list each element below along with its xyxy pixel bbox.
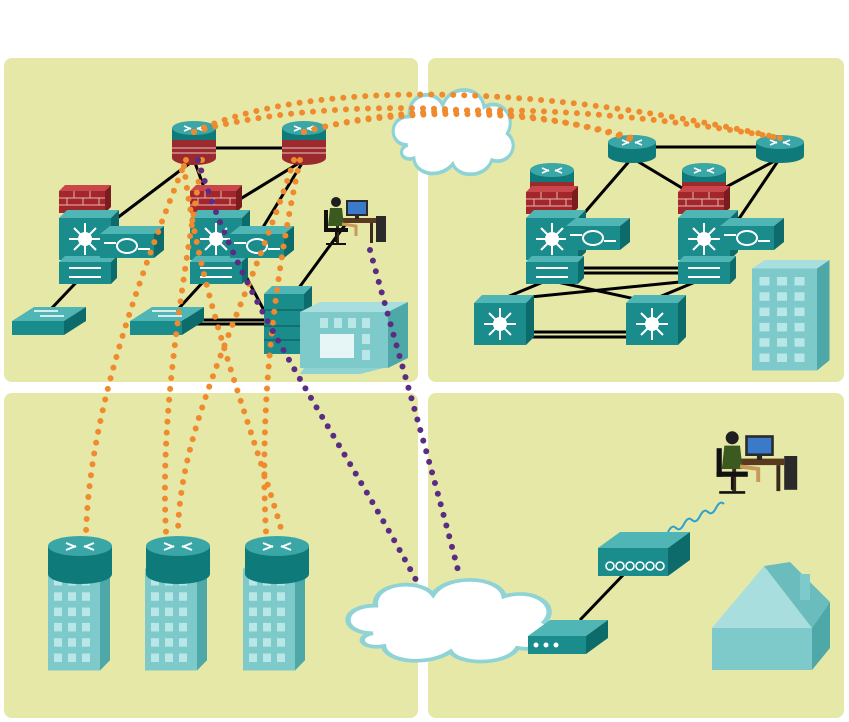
firewall-icon (58, 184, 112, 214)
branch-access-mls-2-icon (625, 294, 687, 346)
campus-edge-router-2-icon (281, 120, 327, 166)
wireless-signal-icon (667, 501, 725, 533)
switch-icon (677, 255, 737, 285)
firewall-appliance-icon (719, 217, 785, 251)
remote-site-3 (243, 535, 310, 671)
router-icon (47, 535, 113, 585)
wan-links (83, 91, 783, 535)
firewall-icon (677, 185, 731, 215)
router-icon (244, 535, 310, 585)
house-icon (712, 562, 830, 670)
branch-building-icon (752, 260, 830, 371)
firewall-icon (525, 185, 579, 215)
router-icon (145, 535, 211, 585)
wireless-router-icon (598, 532, 690, 576)
home-link (578, 570, 628, 622)
modem-icon (528, 620, 608, 654)
firewall-icon (189, 184, 243, 214)
remote-site-2 (145, 535, 211, 671)
branch-access-mls-1-icon (473, 294, 535, 346)
internet-links (195, 157, 463, 583)
firewall-appliance-icon (565, 217, 631, 251)
switch-icon (525, 255, 585, 285)
campus-edge-router-1-icon (171, 120, 217, 166)
remote-site-1 (47, 535, 113, 671)
switch-icon (58, 255, 118, 285)
campus-building-icon (300, 302, 408, 374)
